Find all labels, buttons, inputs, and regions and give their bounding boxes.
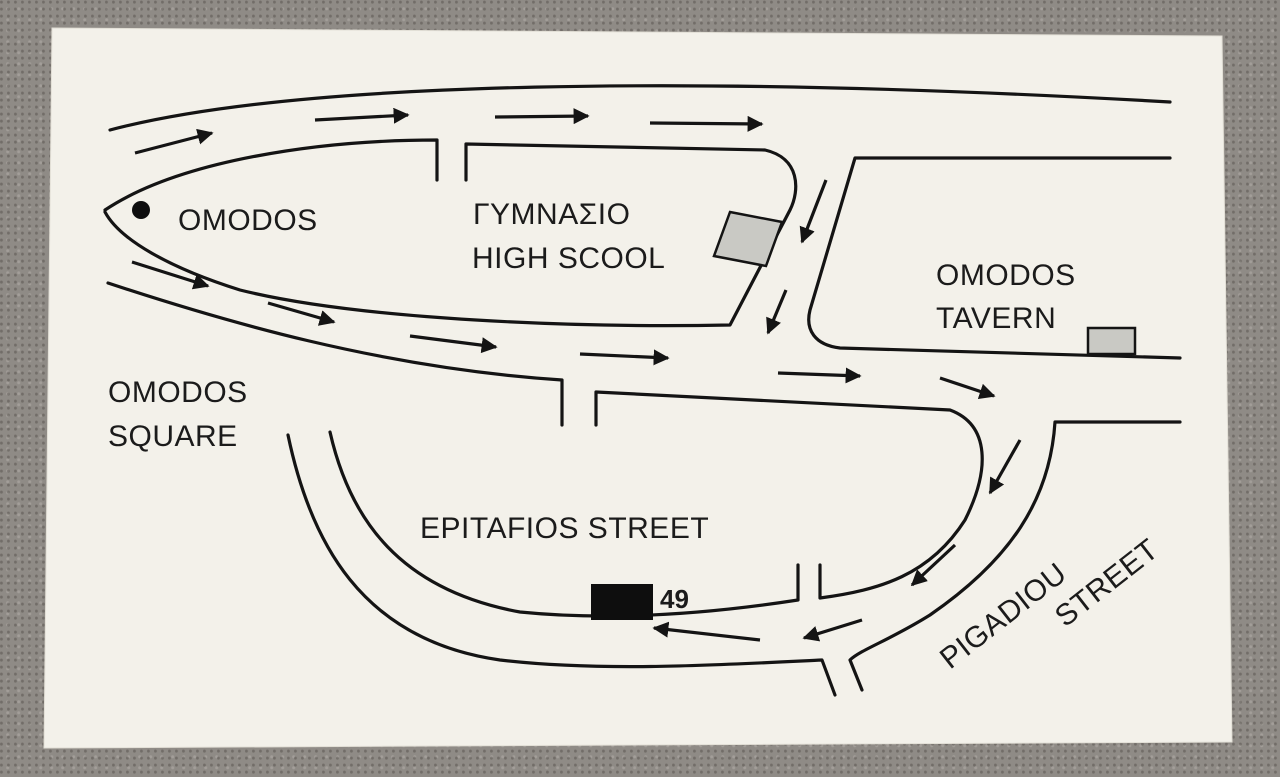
school-block-road — [103, 142, 798, 328]
roads — [103, 84, 1182, 697]
lower-road-left — [106, 281, 564, 427]
direction-arrows — [131, 107, 1022, 642]
square-label-line2: SQUARE — [108, 420, 238, 453]
square-label-line1: OMODOS — [108, 376, 248, 409]
pigadiou-road-upper — [848, 420, 1182, 692]
school-building — [712, 210, 784, 268]
epitafios-street-label: EPITAFIOS STREET — [420, 512, 709, 545]
omodos-dot — [132, 201, 150, 219]
arrow-icon — [988, 439, 1022, 495]
arrow-icon — [777, 367, 862, 384]
tavern-label-line2: TAVERN — [936, 302, 1056, 335]
house-number-label: 49 — [660, 584, 689, 614]
high-school-label: HIGH SCOOL — [472, 242, 665, 275]
top-road-outer — [108, 84, 1172, 132]
omodos-label: OMODOS — [178, 204, 318, 237]
tavern-label-line1: OMODOS — [936, 259, 1076, 292]
arrow-icon — [766, 289, 788, 335]
arrow-icon — [799, 179, 828, 244]
arrow-icon — [131, 260, 210, 290]
arrow-icon — [579, 349, 670, 366]
arrow-icon — [802, 618, 863, 642]
arrow-icon — [494, 108, 590, 125]
top-road-inner-left — [103, 138, 439, 212]
gymnasio-label: ΓΥΜΝΑΣΙΟ — [473, 198, 630, 231]
arrow-icon — [939, 376, 996, 400]
tavern-block-road — [807, 156, 1182, 360]
tavern-building — [1086, 326, 1137, 356]
arrow-icon — [134, 128, 214, 155]
arrow-icon — [649, 115, 764, 132]
arrow-icon — [910, 543, 957, 587]
arrow-icon — [267, 301, 336, 326]
arrow-icon — [314, 107, 410, 124]
arrow-icon — [652, 621, 761, 642]
arrow-icon — [409, 334, 498, 354]
lower-road-right — [594, 390, 984, 600]
epitafios-inner — [328, 430, 800, 618]
destination-building-49 — [591, 584, 653, 620]
epitafios-outer — [286, 433, 837, 697]
